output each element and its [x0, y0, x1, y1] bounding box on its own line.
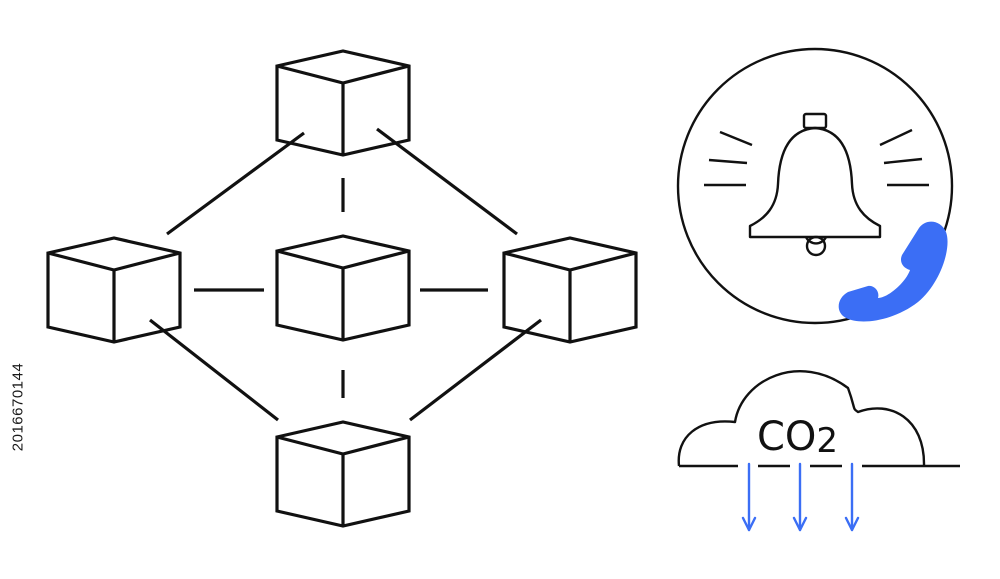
cube-icon-bottom — [275, 420, 411, 528]
arrow-down-icon — [844, 462, 860, 532]
bell-icon — [748, 112, 882, 257]
bell-ring-lines — [704, 128, 929, 187]
alert-badge — [676, 47, 954, 325]
co2-subscript: 2 — [816, 421, 838, 461]
stock-id-text: 2016670144 — [9, 362, 27, 452]
blockchain-network-icon — [46, 49, 638, 528]
cube-icon-center — [275, 234, 411, 342]
network-connectors — [149, 127, 542, 422]
emission-arrows — [741, 462, 860, 532]
arrow-down-icon — [792, 462, 808, 532]
cloud-icon: CO2 — [677, 370, 960, 468]
arrow-down-icon — [741, 462, 757, 532]
stock-id: 2016670144 — [0, 0, 36, 579]
cube-icon-right — [502, 236, 638, 344]
phone-icon — [838, 221, 948, 322]
co2-label: CO2 — [757, 414, 838, 461]
